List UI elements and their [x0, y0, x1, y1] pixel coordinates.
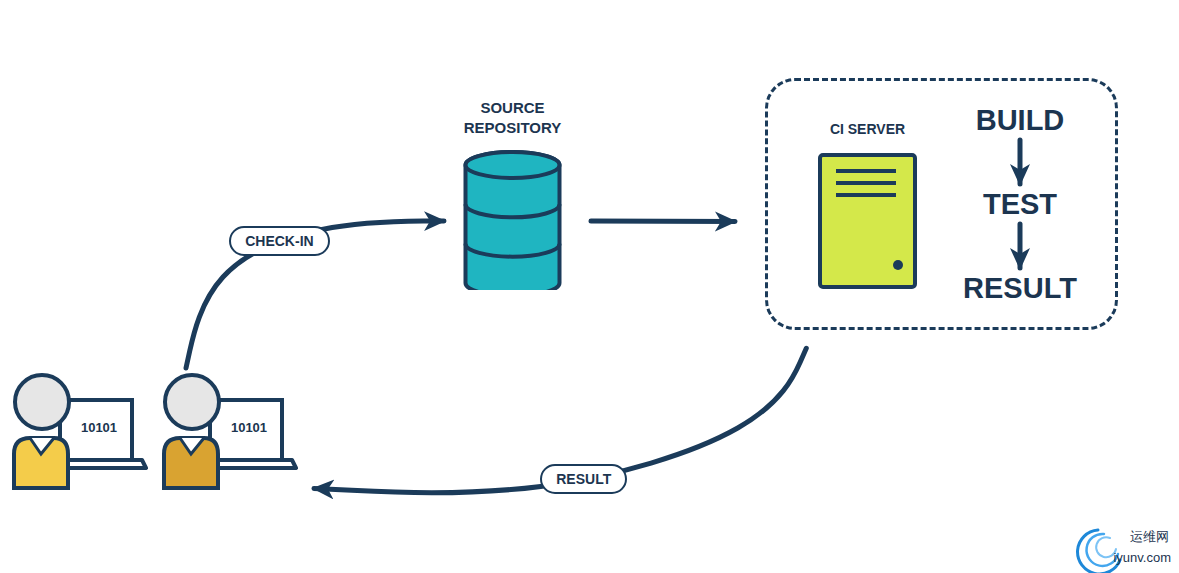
developer-illustration: [8, 368, 148, 490]
ci-group-box: CI SERVERBUILD TEST RESULT: [765, 78, 1118, 330]
watermark-text: 运维网: [1130, 528, 1169, 546]
pipeline-step: BUILD: [920, 105, 1120, 135]
screen-text: 10101: [70, 420, 128, 435]
developer-figure: 10101: [8, 368, 148, 490]
node-title: SOURCE REPOSITORY: [457, 98, 569, 138]
step-label: RESULT: [920, 273, 1120, 303]
ci-server-box: CI SERVER: [810, 119, 925, 291]
step-label: TEST: [920, 189, 1120, 219]
flow-arrow: [1018, 140, 1023, 184]
flow-arrow: [186, 221, 444, 368]
edge-label: RESULT: [540, 464, 627, 494]
node-title: CI SERVER: [810, 119, 925, 139]
pipeline-step: TEST: [920, 189, 1120, 219]
pipeline-step: RESULT: [920, 273, 1120, 303]
flow-arrow: [591, 218, 735, 224]
watermark-text: iyunv.com: [1113, 550, 1171, 565]
developer-figure: 10101: [158, 368, 298, 490]
developer-illustration: [158, 368, 298, 490]
screen-text: 10101: [220, 420, 278, 435]
server-illustration: [810, 119, 925, 291]
step-label: BUILD: [920, 105, 1120, 135]
flow-arrow: [1018, 224, 1023, 268]
edge-label: CHECK-IN: [229, 226, 329, 256]
repository-cylinder: SOURCE REPOSITORY: [450, 98, 575, 290]
